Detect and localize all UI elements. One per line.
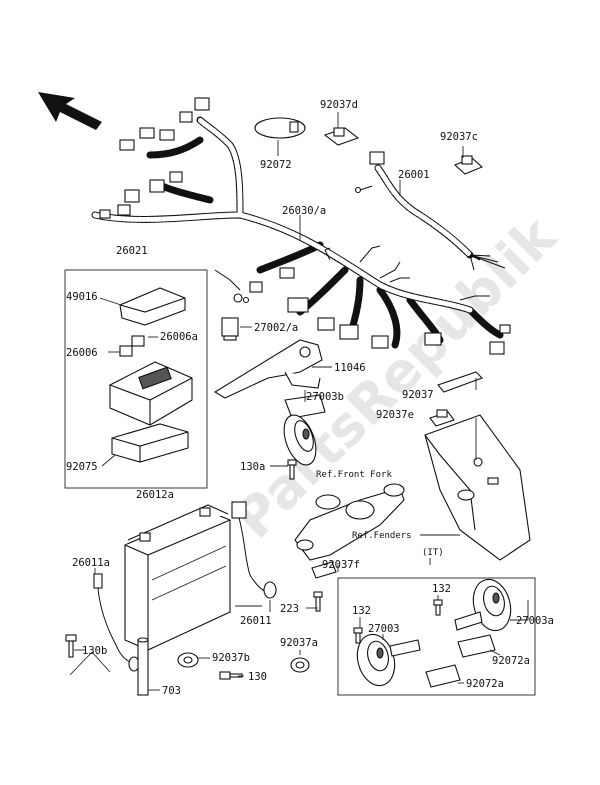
bracket-92072a-lower[interactable] [425, 664, 461, 688]
bolt-132-left[interactable] [353, 627, 363, 644]
label-92037e: 92037e [376, 409, 414, 421]
label-26021: 26021 [116, 245, 148, 257]
sub-wiring-harness[interactable] [354, 151, 506, 271]
label-26011a: 26011a [72, 557, 110, 569]
fuse-26006a[interactable] [131, 335, 145, 347]
bolt-130b[interactable] [65, 634, 77, 658]
label-130: 130 [248, 671, 267, 683]
clamp-92037d[interactable] [323, 127, 360, 146]
clamp-92037f[interactable] [311, 561, 337, 579]
label-92037: 92037 [402, 389, 434, 401]
label-703: 703 [162, 685, 181, 697]
label-26006: 26006 [66, 347, 98, 359]
vent-tube-703[interactable] [137, 637, 149, 696]
label-130b: 130b [82, 645, 107, 657]
label-ref-front-fork: Ref.Front Fork [316, 470, 392, 480]
junction-box[interactable] [109, 361, 193, 426]
label-92037c: 92037c [440, 131, 478, 143]
bracket-11046[interactable] [213, 339, 323, 399]
fuse-26006[interactable] [119, 345, 133, 357]
label-26030a: 26030/a [282, 205, 326, 217]
front-direction-arrow-icon [38, 92, 102, 130]
rubber-pad-92075[interactable] [111, 423, 189, 463]
label-27003a: 27003a [516, 615, 554, 627]
label-26006a: 26006a [160, 331, 198, 343]
battery-cable-26011[interactable] [231, 501, 277, 599]
horn-27003b[interactable] [278, 394, 326, 469]
label-26012a: 26012a [136, 489, 174, 501]
label-92037d: 92037d [320, 99, 358, 111]
relay-27002a[interactable] [221, 317, 239, 341]
label-26001: 26001 [398, 169, 430, 181]
clamp-92037c[interactable] [453, 155, 484, 175]
label-26011: 26011 [240, 615, 272, 627]
horn-27003a[interactable] [454, 575, 516, 635]
label-130a: 130a [240, 461, 265, 473]
label-132-right: 132 [432, 583, 451, 595]
main-wiring-harness[interactable] [91, 97, 511, 355]
junction-box-group [64, 269, 208, 489]
label-92075: 92075 [66, 461, 98, 473]
label-92037a: 92037a [280, 637, 318, 649]
label-223: 223 [280, 603, 299, 615]
clamp-92037e[interactable] [429, 409, 455, 427]
label-ref-fenders: Ref.Fenders [352, 531, 412, 541]
bolt-223[interactable] [313, 591, 323, 612]
label-11046: 11046 [334, 362, 366, 374]
it-horn-kit-group [337, 575, 536, 696]
rear-fender [424, 414, 531, 561]
clamp-92037b[interactable] [177, 652, 199, 668]
label-it: (IT) [422, 548, 444, 558]
label-92072: 92072 [260, 159, 292, 171]
label-27002a: 27002/a [254, 322, 298, 334]
bolt-132-right[interactable] [433, 599, 443, 616]
battery-26012a[interactable] [124, 504, 231, 651]
part-labels: 92037d 92072 92037c 26001 26030/a 26021 … [66, 99, 554, 697]
bolt-130[interactable] [219, 671, 243, 680]
label-132-left: 132 [352, 605, 371, 617]
label-27003b: 27003b [306, 391, 344, 403]
label-92072a-upper: 92072a [492, 655, 530, 667]
junction-box-cover-49016[interactable] [119, 287, 186, 326]
leader-lines [69, 112, 529, 691]
label-92072a-lower: 92072a [466, 678, 504, 690]
plate-92037[interactable] [437, 371, 483, 393]
cable-tie-92072[interactable] [254, 117, 306, 139]
label-49016: 49016 [66, 291, 98, 303]
horn-27003[interactable] [352, 630, 421, 690]
label-92037f: 92037f [322, 559, 360, 571]
bracket-92072a-upper[interactable] [457, 634, 496, 658]
front-fork-bracket [294, 483, 405, 561]
bolt-130a[interactable] [287, 459, 297, 480]
label-92037b: 92037b [212, 652, 250, 664]
label-27003: 27003 [368, 623, 400, 635]
clamp-92037a[interactable] [290, 657, 310, 673]
